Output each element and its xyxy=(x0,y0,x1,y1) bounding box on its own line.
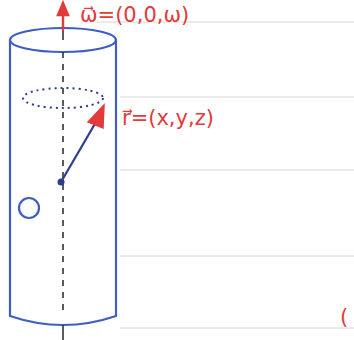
omega-arrowhead xyxy=(58,3,68,15)
ruled-line xyxy=(120,256,354,257)
r-label: r⃗=(x,y,z) xyxy=(122,107,214,130)
origin-dot xyxy=(58,179,65,186)
position-vector xyxy=(61,122,96,182)
position-arrowhead xyxy=(88,105,104,128)
rotation-path xyxy=(23,88,103,108)
ruled-lines xyxy=(95,22,354,328)
rotation-axis xyxy=(62,325,64,340)
ruled-line xyxy=(120,328,354,329)
cylinder-side xyxy=(115,40,117,316)
ruled-line xyxy=(120,170,354,171)
cylinder-bottom xyxy=(10,316,116,325)
small-circle xyxy=(19,198,39,218)
cut-glyph: ( xyxy=(340,306,348,329)
ruled-line xyxy=(120,97,354,98)
cylinder-side xyxy=(9,40,11,316)
omega-label: ω⃗=(0,0,ω) xyxy=(80,4,189,27)
